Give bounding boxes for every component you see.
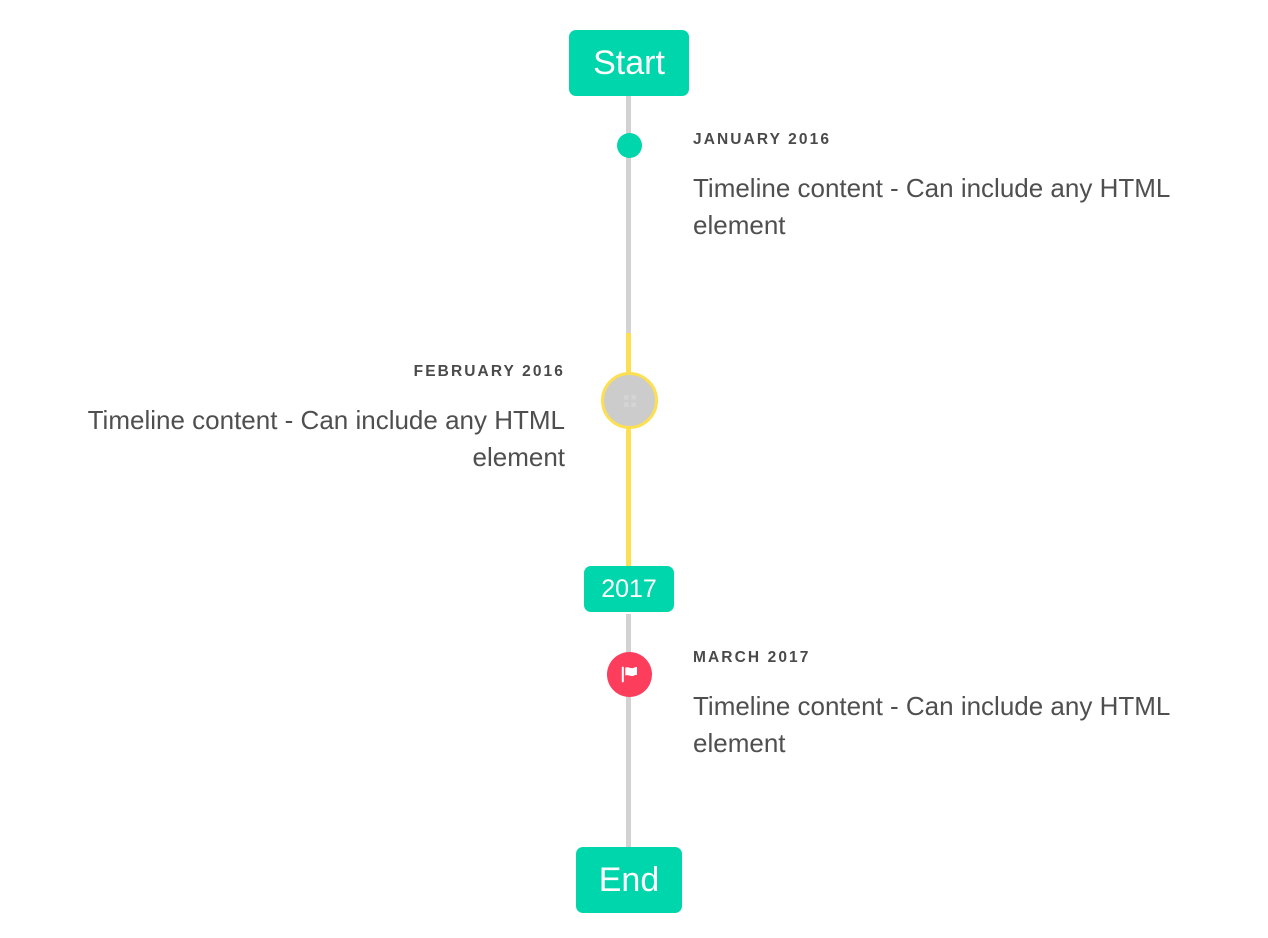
timeline-axis-segment-grey-top	[626, 95, 631, 333]
timeline-entry-body-march-2017: Timeline content - Can include any HTML …	[693, 690, 1170, 758]
timeline-axis-segment-yellow	[626, 333, 631, 569]
timeline-marker-january-2016[interactable]	[617, 133, 642, 158]
timeline-entry-january-2016: JANUARY 2016 Timeline content - Can incl…	[693, 131, 1233, 243]
timeline-axis-segment-grey-bottom	[626, 614, 631, 852]
timeline-end-badge-label: End	[598, 860, 660, 899]
timeline-marker-march-2017[interactable]	[607, 652, 652, 697]
timeline-entry-march-2017: MARCH 2017 Timeline content - Can includ…	[693, 649, 1233, 761]
timeline-end-badge[interactable]: End	[576, 847, 682, 913]
timeline-marker-february-2016[interactable]	[601, 372, 658, 429]
timeline-start-badge[interactable]: Start	[569, 30, 689, 96]
timeline-entry-date-march-2017: MARCH 2017	[693, 649, 811, 666]
flag-icon	[621, 666, 638, 683]
timeline-entry-date-february-2016: FEBRUARY 2016	[413, 363, 565, 380]
timeline-year-badge-label: 2017	[601, 574, 657, 603]
placeholder-glyph-icon	[623, 394, 636, 407]
timeline-year-badge-2017[interactable]: 2017	[584, 566, 674, 612]
timeline-entry-february-2016: FEBRUARY 2016 Timeline content - Can inc…	[40, 363, 565, 475]
timeline-entry-date-january-2016: JANUARY 2016	[693, 131, 832, 148]
timeline-entry-body-february-2016: Timeline content - Can include any HTML …	[87, 404, 565, 472]
timeline-entry-body-january-2016: Timeline content - Can include any HTML …	[693, 172, 1170, 240]
timeline-start-badge-label: Start	[593, 43, 665, 82]
